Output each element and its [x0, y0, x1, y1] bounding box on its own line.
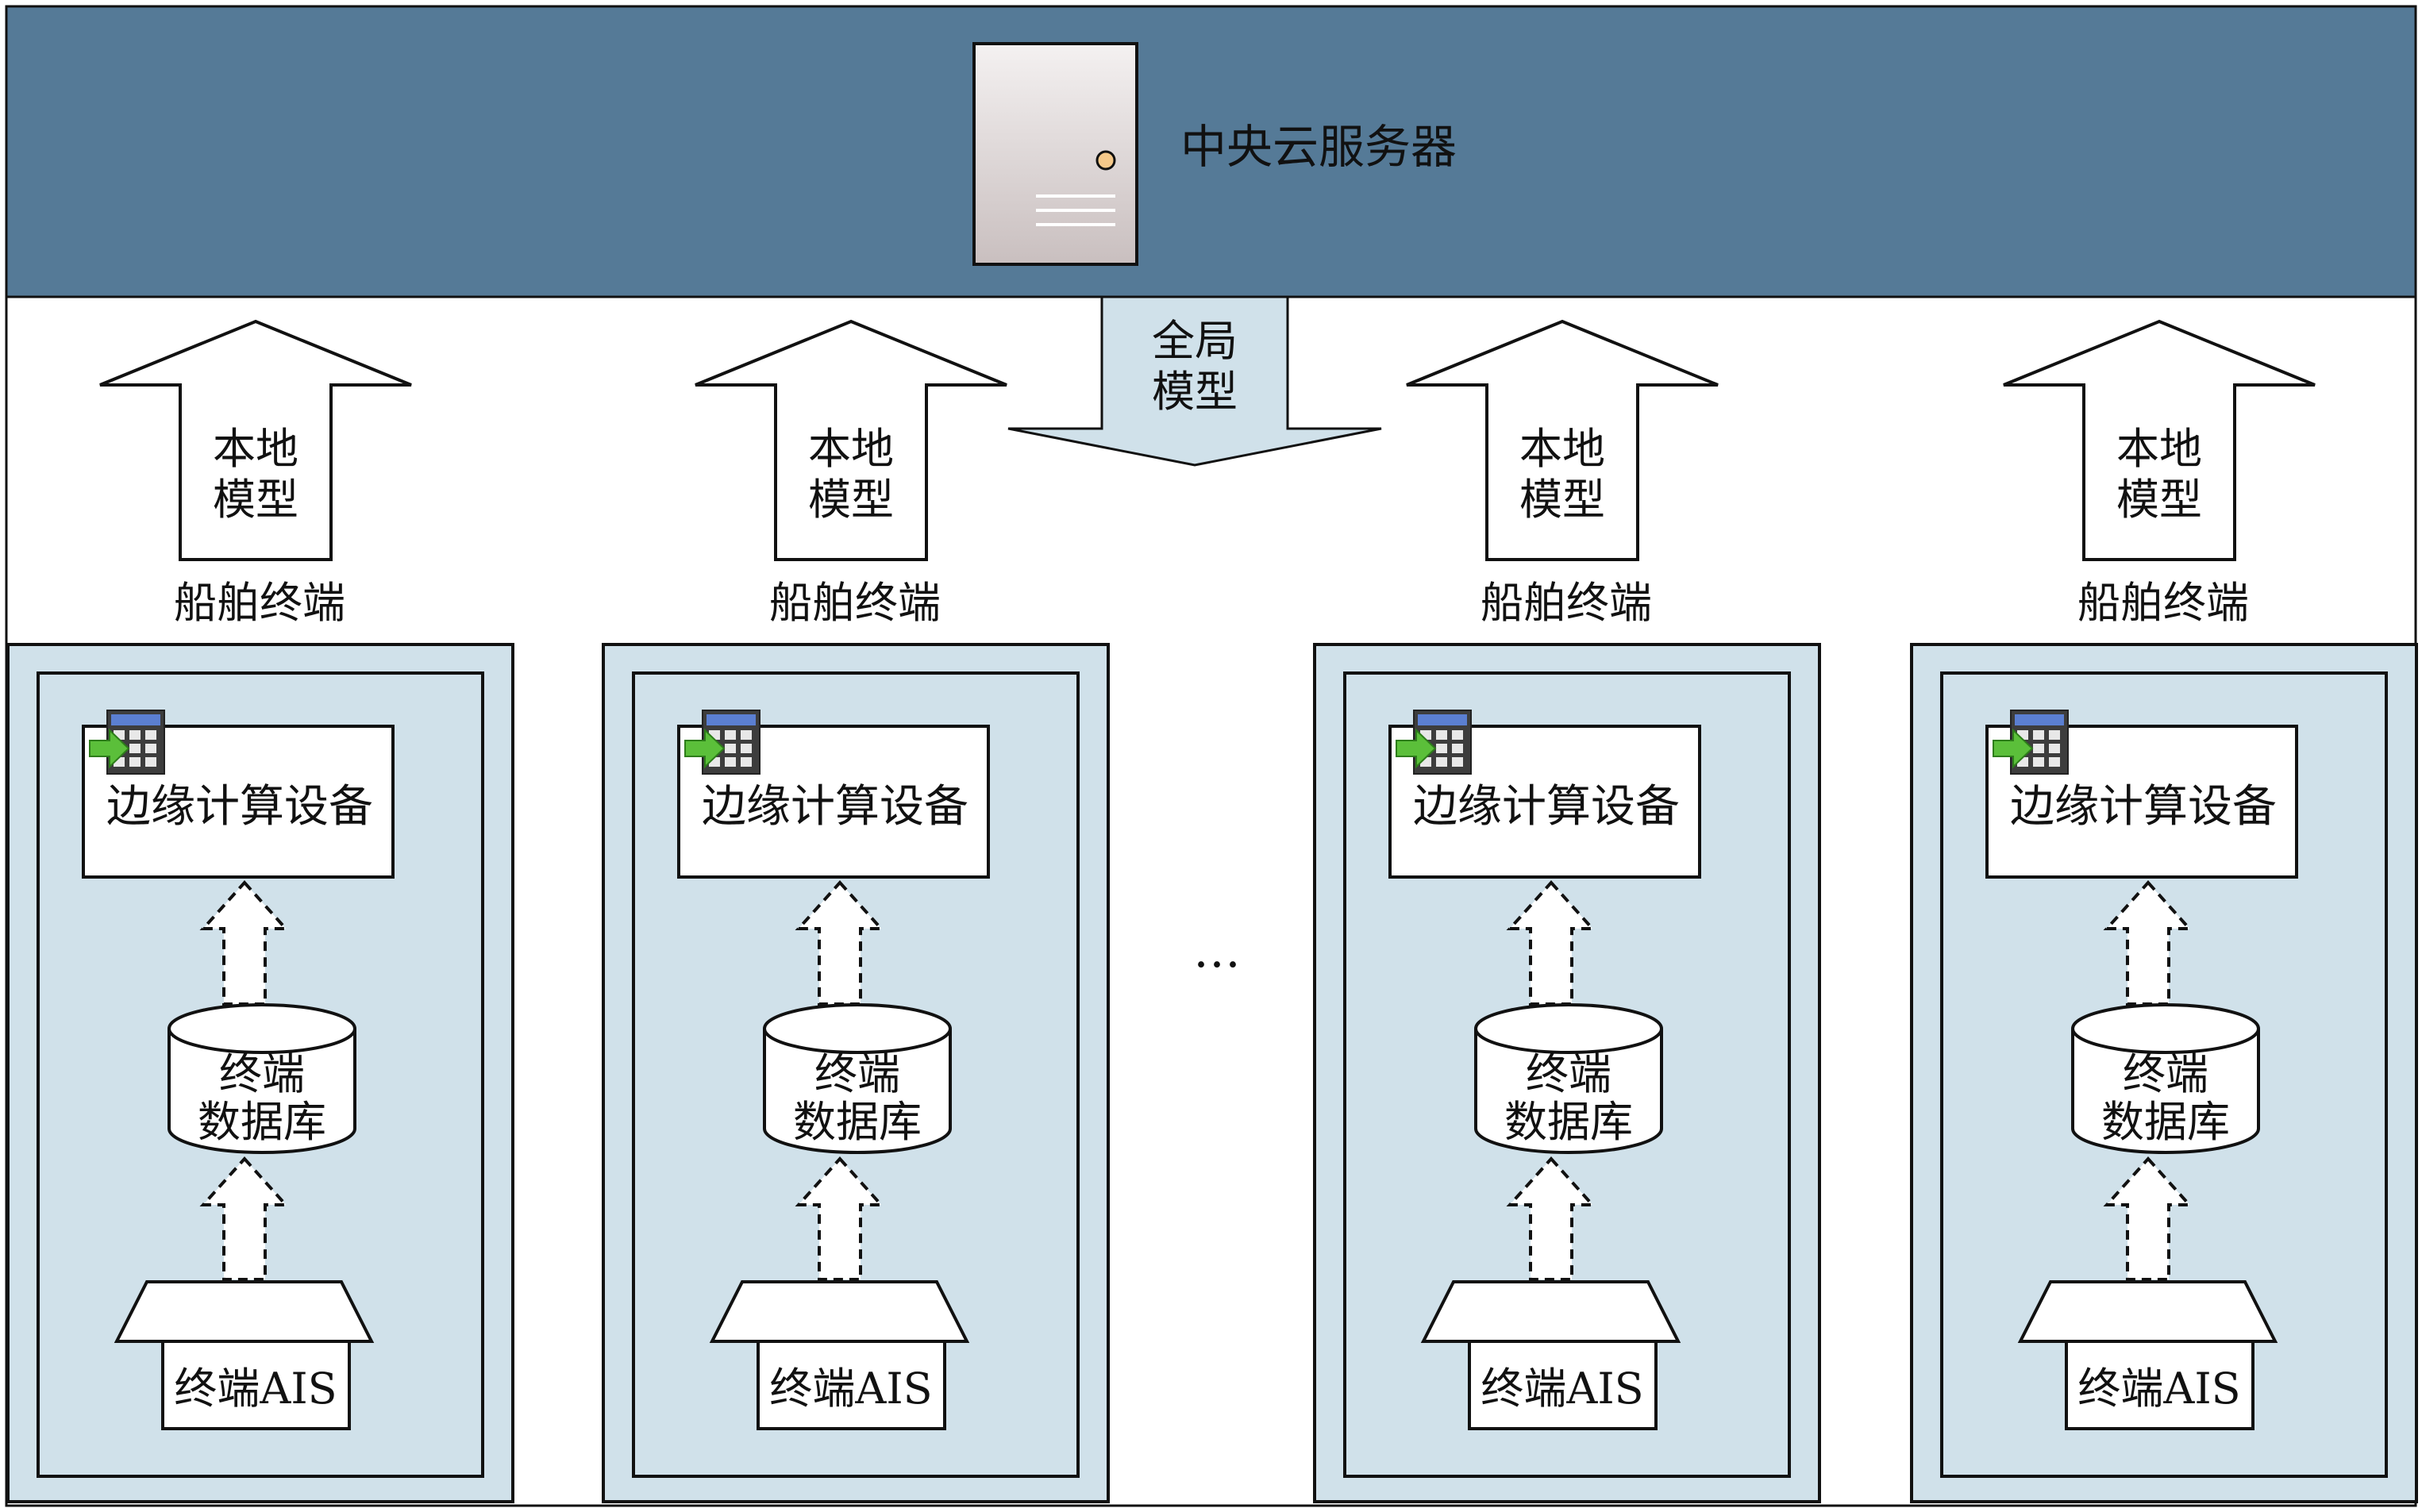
- ship-terminal-title: 船舶终端: [2077, 578, 2249, 628]
- edge-device-label: 边缘计算设备: [702, 781, 968, 833]
- local-model-label-1: 本地: [213, 424, 298, 474]
- ais-device-box: [757, 1340, 946, 1430]
- ais-device-top: [1420, 1280, 1681, 1343]
- database-label-2: 数据库: [1504, 1097, 1633, 1147]
- local-model-label-1: 本地: [1519, 424, 1605, 474]
- local-model-arrow: [695, 319, 1007, 561]
- ship-terminal-title: 船舶终端: [769, 578, 941, 628]
- edge-device-label: 边缘计算设备: [106, 781, 373, 833]
- ais-label: 终端AIS: [2077, 1364, 2240, 1414]
- ais-label: 终端AIS: [769, 1364, 932, 1414]
- database-label-2: 数据库: [2101, 1097, 2230, 1147]
- local-model-label-1: 本地: [2116, 424, 2202, 474]
- edge-device-icon: [89, 710, 165, 775]
- terminal-database-cylinder: [2071, 1003, 2260, 1154]
- local-model-label-2: 模型: [213, 475, 298, 525]
- local-model-arrow: [99, 319, 412, 561]
- ais-device-top: [114, 1280, 375, 1343]
- database-label-1: 终端: [2123, 1049, 2208, 1099]
- cloud-header-band: [5, 5, 2417, 298]
- database-label-1: 终端: [219, 1049, 305, 1099]
- ais-to-db-arrow: [795, 1156, 885, 1281]
- global-model-label-2: 模型: [1152, 367, 1238, 417]
- ais-device-box: [2065, 1340, 2255, 1430]
- global-model-arrow: [1007, 295, 1382, 467]
- edge-device-label: 边缘计算设备: [1413, 781, 1680, 833]
- ais-to-db-arrow: [199, 1156, 290, 1281]
- more-terminals-ellipsis: …: [1193, 923, 1241, 979]
- local-model-label-2: 模型: [1519, 475, 1605, 525]
- local-model-label-2: 模型: [2116, 475, 2202, 525]
- local-model-arrow: [1406, 319, 1719, 561]
- local-model-arrow: [2003, 319, 2316, 561]
- local-model-label-2: 模型: [808, 475, 894, 525]
- database-label-1: 终端: [1526, 1049, 1611, 1099]
- database-label-2: 数据库: [198, 1097, 326, 1147]
- server-icon: [972, 42, 1138, 266]
- edge-device-label: 边缘计算设备: [2010, 781, 2277, 833]
- edge-device-icon: [684, 710, 760, 775]
- global-model-label-1: 全局: [1152, 316, 1238, 366]
- ais-device-box: [161, 1340, 351, 1430]
- terminal-database-cylinder: [763, 1003, 952, 1154]
- database-label-2: 数据库: [793, 1097, 922, 1147]
- ship-terminal-title: 船舶终端: [174, 578, 345, 628]
- ais-to-db-arrow: [1506, 1156, 1596, 1281]
- server-label: 中央云服务器: [1180, 120, 1457, 174]
- ais-device-top: [2017, 1280, 2278, 1343]
- ais-device-box: [1468, 1340, 1658, 1430]
- ais-label: 终端AIS: [174, 1364, 337, 1414]
- ship-terminal-title: 船舶终端: [1481, 578, 1652, 628]
- terminal-database-cylinder: [167, 1003, 356, 1154]
- edge-device-icon: [1993, 710, 2069, 775]
- edge-device-icon: [1396, 710, 1472, 775]
- database-label-1: 终端: [814, 1049, 900, 1099]
- local-model-label-1: 本地: [808, 424, 894, 474]
- ship-terminals: 本地模型船舶终端边缘计算设备终端数据库终端AIS本地模型船舶终端边缘计算设备终端…: [6, 319, 2418, 1503]
- terminal-database-cylinder: [1474, 1003, 1663, 1154]
- ais-to-db-arrow: [2103, 1156, 2193, 1281]
- ais-device-top: [709, 1280, 970, 1343]
- ais-label: 终端AIS: [1481, 1364, 1643, 1414]
